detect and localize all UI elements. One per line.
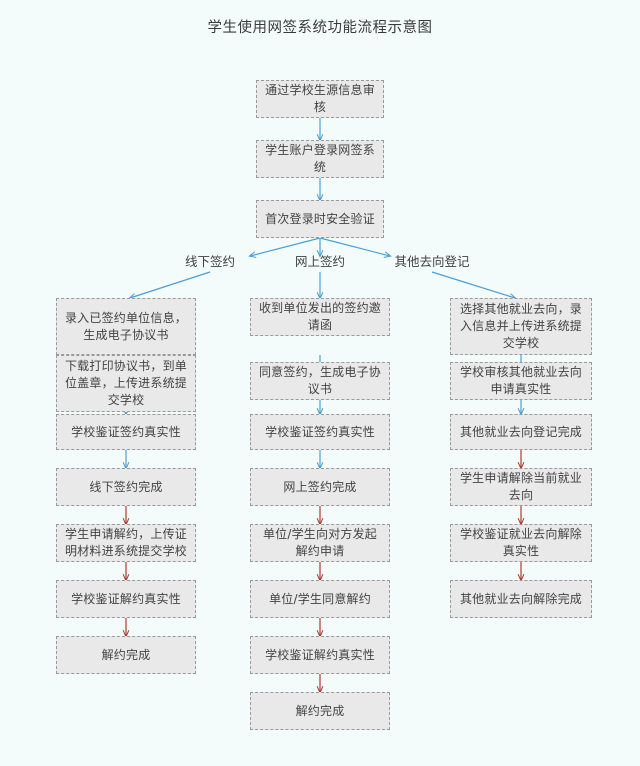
node-t1[interactable]: 通过学校生源信息审核 [256,80,384,118]
node-l2[interactable]: 下载打印协议书，到单位盖章，上传进系统提交学校 [56,355,196,412]
node-l1[interactable]: 录入已签约单位信息，生成电子协议书 [56,298,196,355]
node-m8[interactable]: 解约完成 [250,692,390,730]
node-label: 学校鉴证签约真实性 [71,424,181,439]
node-m4[interactable]: 网上签约完成 [250,468,390,506]
node-l3[interactable]: 学校鉴证签约真实性 [56,414,196,450]
node-label: 收到单位发出的签约邀请函 [258,301,381,332]
branch-label-text: 其他去向登记 [394,254,470,269]
node-r2[interactable]: 学校审核其他就业去向申请真实性 [450,362,592,400]
node-m2[interactable]: 同意签约，生成电子协议书 [250,362,390,400]
node-label: 通过学校生源信息审核 [265,83,375,114]
node-m3[interactable]: 学校鉴证签约真实性 [250,414,390,450]
node-label: 线下签约完成 [89,479,163,494]
node-m6[interactable]: 单位/学生同意解约 [250,580,390,618]
branch-label-online: 网上签约 [268,251,372,270]
node-label: 网上签约完成 [283,479,357,494]
page-title: 学生使用网签系统功能流程示意图 [207,20,433,36]
node-label: 学校鉴证解约真实性 [265,647,375,662]
node-label: 学校鉴证签约真实性 [265,424,375,439]
node-label: 单位/学生向对方发起解约申请 [262,527,378,558]
node-m1[interactable]: 收到单位发出的签约邀请函 [250,298,390,336]
node-label: 学校鉴证就业去向解除真实性 [459,527,582,558]
node-label: 学生申请解除当前就业去向 [459,471,582,502]
node-m7[interactable]: 学校鉴证解约真实性 [250,636,390,674]
node-label: 同意签约，生成电子协议书 [258,365,381,396]
node-r3[interactable]: 其他就业去向登记完成 [450,414,592,450]
node-label: 解约完成 [101,647,151,662]
node-label: 其他就业去向登记完成 [459,424,582,439]
node-t2[interactable]: 学生账户登录网签系统 [256,140,384,178]
node-label: 其他就业去向解除完成 [459,591,582,606]
node-label: 下载打印协议书，到单位盖章，上传进系统提交学校 [64,359,187,407]
node-r6[interactable]: 其他就业去向解除完成 [450,580,592,618]
branch-label-other: 其他去向登记 [380,251,484,270]
branch-label-text: 线下签约 [184,254,235,269]
node-m5[interactable]: 单位/学生向对方发起解约申请 [250,524,390,562]
node-l6[interactable]: 学校鉴证解约真实性 [56,580,196,618]
node-l5[interactable]: 学生申请解约，上传证明材料进系统提交学校 [56,524,196,562]
node-l7[interactable]: 解约完成 [56,636,196,674]
node-r5[interactable]: 学校鉴证就业去向解除真实性 [450,524,592,562]
node-r4[interactable]: 学生申请解除当前就业去向 [450,468,592,506]
node-label: 选择其他就业去向，录入信息并上传进系统提交学校 [459,302,582,350]
node-l4[interactable]: 线下签约完成 [56,468,196,506]
node-label: 录入已签约单位信息，生成电子协议书 [64,310,187,342]
branch-label-text: 网上签约 [294,254,345,269]
node-label: 单位/学生同意解约 [269,591,371,606]
node-t3[interactable]: 首次登录时安全验证 [256,200,384,238]
node-label: 学校审核其他就业去向申请真实性 [459,365,582,396]
node-label: 学校鉴证解约真实性 [71,591,181,606]
node-label: 学生申请解约，上传证明材料进系统提交学校 [64,527,187,558]
node-label: 首次登录时安全验证 [265,211,375,226]
branch-label-offline: 线下签约 [158,251,262,270]
node-label: 学生账户登录网签系统 [265,143,375,174]
node-r1[interactable]: 选择其他就业去向，录入信息并上传进系统提交学校 [450,298,592,355]
node-label: 解约完成 [295,703,345,718]
